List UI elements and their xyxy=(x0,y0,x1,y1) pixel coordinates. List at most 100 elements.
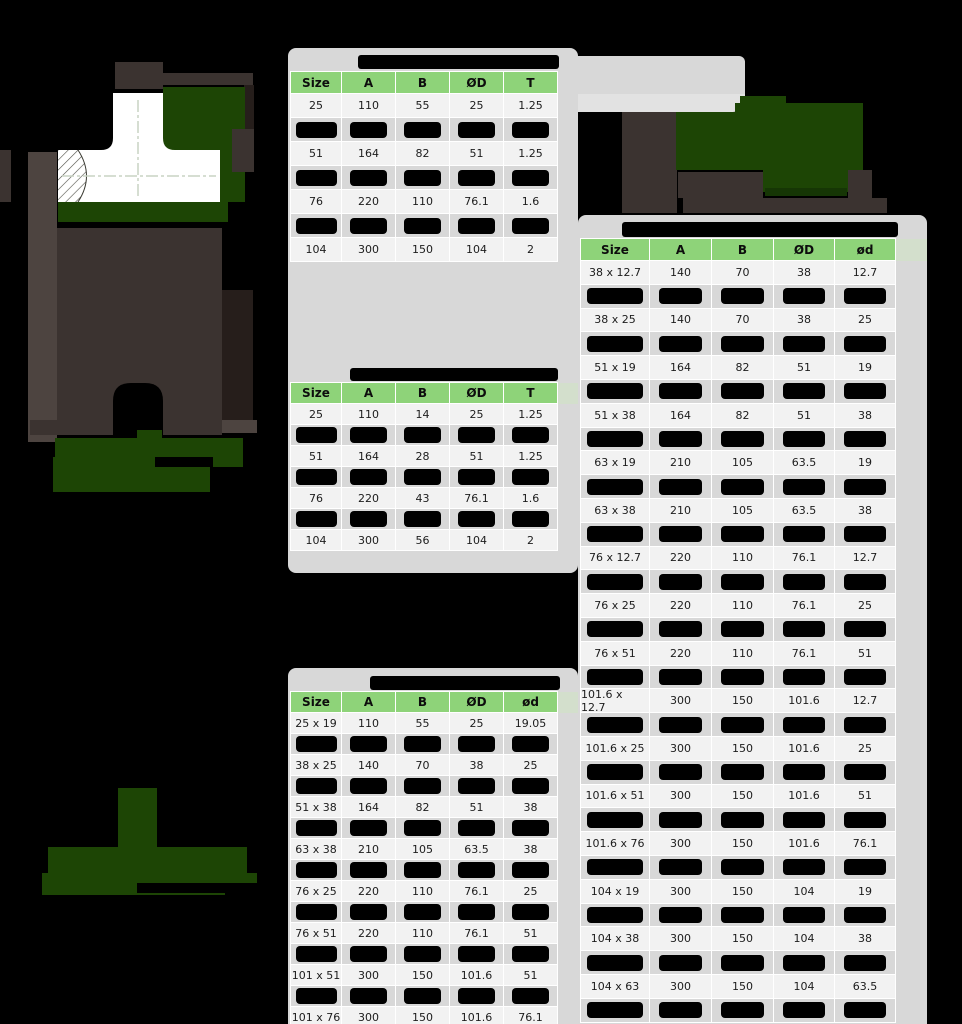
table-cell xyxy=(342,118,395,141)
table-row-redacted xyxy=(291,818,557,838)
table-cell xyxy=(835,617,895,641)
table-cell: 55 xyxy=(396,94,449,117)
table-cell: 220 xyxy=(342,190,395,213)
redacted-value xyxy=(511,169,550,186)
header-extension-strip xyxy=(558,692,578,713)
redacted-value xyxy=(783,954,825,971)
table-cell xyxy=(504,986,557,1006)
table-cell xyxy=(504,118,557,141)
redacted-value xyxy=(511,862,550,878)
table-cell: 76.1 xyxy=(774,594,834,617)
table-cell xyxy=(835,998,895,1022)
redacted-value xyxy=(587,668,643,685)
redacted-value xyxy=(659,526,702,543)
table-cell xyxy=(450,214,503,237)
column-header: ØD xyxy=(450,692,503,712)
redacted-value xyxy=(587,526,643,543)
redacted-value xyxy=(844,288,886,305)
redacted-value xyxy=(587,383,643,400)
redacted-value xyxy=(295,427,337,443)
column-header: Size xyxy=(291,72,341,93)
table-cell: 1.25 xyxy=(504,446,557,466)
table-row-redacted xyxy=(581,855,895,879)
table-cell: 210 xyxy=(650,498,711,522)
table-cell: 38 xyxy=(774,261,834,284)
redacted-dimension-block xyxy=(622,112,677,213)
table-cell xyxy=(291,776,341,796)
redacted-value xyxy=(457,469,496,485)
table-cell: 19 xyxy=(835,451,895,475)
table-cell: 51 x 38 xyxy=(581,403,649,427)
redacted-value xyxy=(457,217,496,234)
redacted-value xyxy=(295,217,337,234)
table-cell xyxy=(450,166,503,189)
table-cell: 51 xyxy=(835,641,895,665)
table-cell xyxy=(396,214,449,237)
table-cell xyxy=(342,944,395,964)
redacted-value xyxy=(295,511,337,527)
table-cell: 300 xyxy=(650,689,711,713)
redacted-value xyxy=(659,621,702,638)
table-cell xyxy=(774,665,834,689)
redacted-value xyxy=(659,383,702,400)
table-cell: 300 xyxy=(650,736,711,760)
redacted-value xyxy=(783,668,825,685)
redacted-value xyxy=(721,764,764,781)
table-cell xyxy=(504,214,557,237)
table-row-redacted xyxy=(581,665,895,689)
redacted-value xyxy=(844,335,886,352)
redacted-value xyxy=(511,511,550,527)
table-cell xyxy=(835,903,895,927)
table-cell xyxy=(712,665,773,689)
table-cell xyxy=(504,818,557,838)
tee-silhouette xyxy=(676,112,863,170)
redacted-value xyxy=(587,764,643,781)
table-cell: 150 xyxy=(396,965,449,985)
table-cell: 55 xyxy=(396,713,449,733)
table-cell: 82 xyxy=(396,142,449,165)
table-cell xyxy=(712,284,773,308)
table-cell: 1.6 xyxy=(504,488,557,508)
table-cell xyxy=(504,467,557,487)
redacted-value xyxy=(783,811,825,828)
table-cell xyxy=(342,467,395,487)
table-cell: 25 xyxy=(504,755,557,775)
table-cell xyxy=(581,808,649,832)
table-cell: 300 xyxy=(650,784,711,808)
redacted-value xyxy=(295,469,337,485)
table-cell xyxy=(581,427,649,451)
redacted-dimension-block xyxy=(244,85,254,132)
redacted-value xyxy=(403,778,442,794)
table-cell xyxy=(342,818,395,838)
redacted-value xyxy=(659,668,702,685)
redacted-value xyxy=(659,906,702,923)
table-cell: 38 xyxy=(504,839,557,859)
table-row-redacted xyxy=(291,986,557,1006)
tee-silhouette xyxy=(735,103,863,113)
tee-silhouette-branch-shade xyxy=(765,188,847,196)
table-cell xyxy=(291,166,341,189)
redacted-value xyxy=(659,764,702,781)
table-cell xyxy=(774,332,834,356)
table-cell xyxy=(774,570,834,594)
table-cell xyxy=(581,998,649,1022)
table-cell xyxy=(581,855,649,879)
table-cell: 12.7 xyxy=(835,261,895,284)
redacted-value xyxy=(659,335,702,352)
redacted-value xyxy=(721,716,764,733)
table-cell xyxy=(342,166,395,189)
table-cell xyxy=(835,760,895,784)
redacted-value xyxy=(457,427,496,443)
table-cell xyxy=(774,475,834,498)
table-row-redacted xyxy=(291,944,557,964)
table-cell: 105 xyxy=(712,451,773,475)
table-cell xyxy=(396,902,449,922)
